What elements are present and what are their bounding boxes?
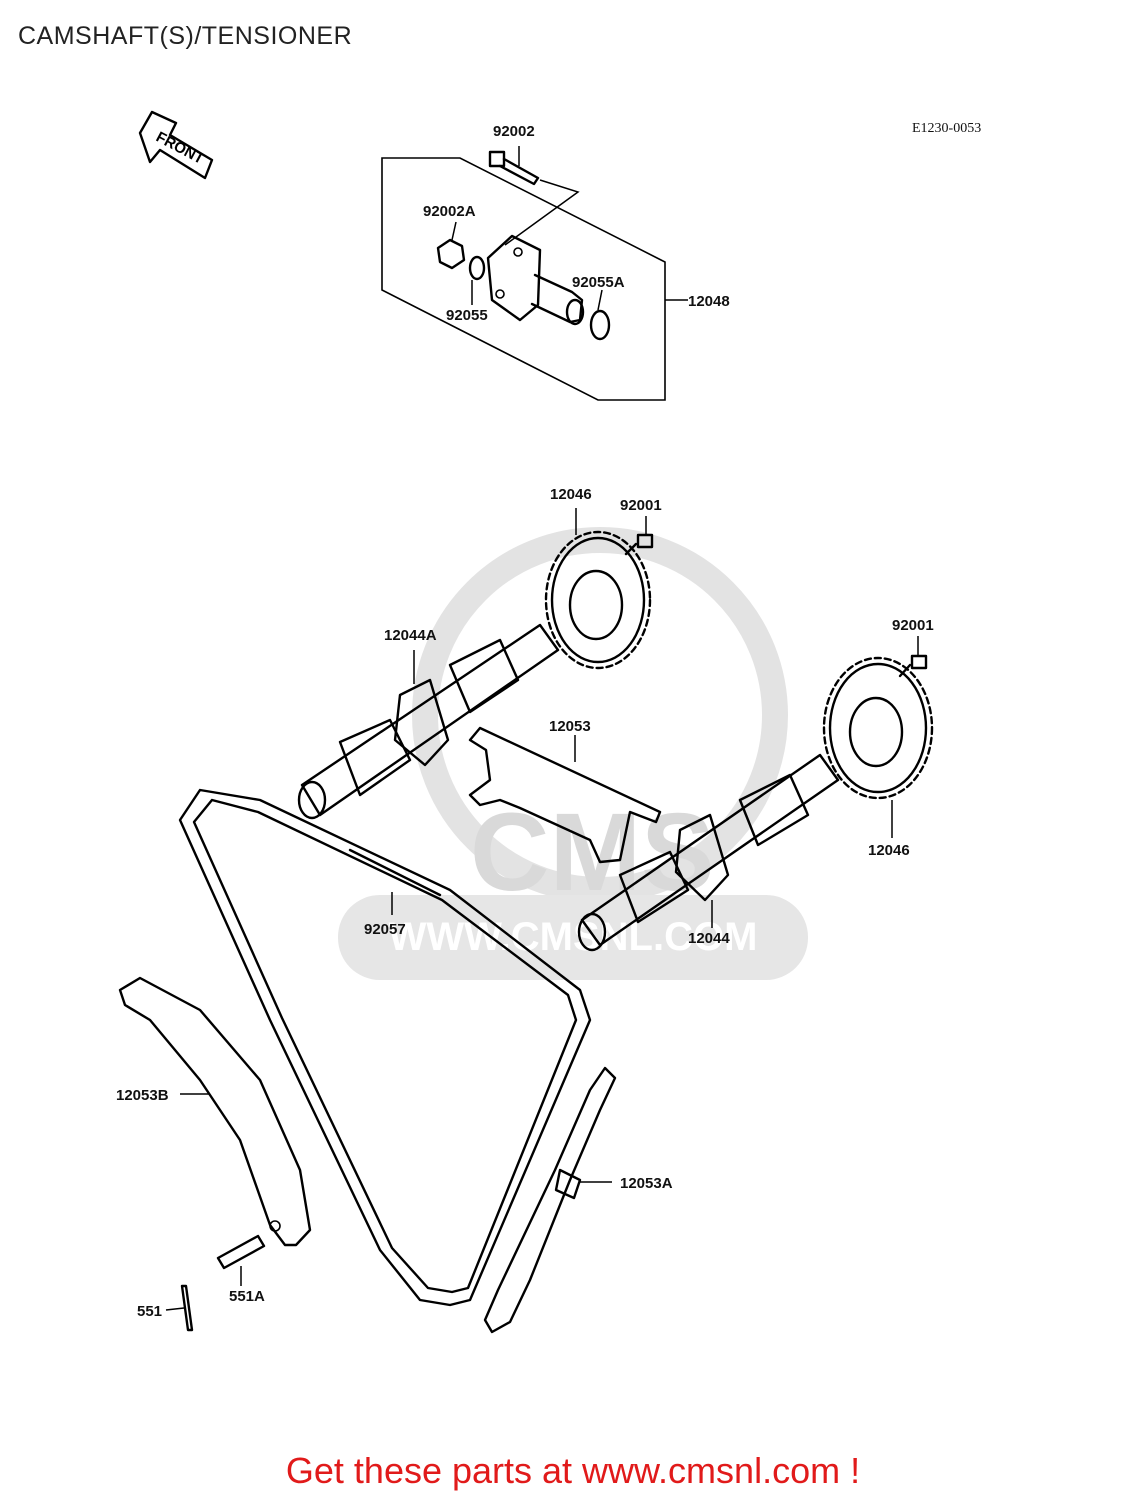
label-12053B: 12053B — [116, 1087, 169, 1104]
plug-92002A — [436, 221, 466, 270]
sprocket-12046-top — [544, 508, 652, 670]
bolt-92001-right — [898, 636, 928, 678]
label-92001-top: 92001 — [620, 497, 662, 514]
cam-chain-92057 — [178, 788, 592, 1307]
page-title: CAMSHAFT(S)/TENSIONER — [18, 22, 353, 50]
o-ring-92055 — [468, 255, 486, 281]
label-92057: 92057 — [364, 921, 406, 938]
camshaft-12044 — [577, 753, 840, 952]
label-12044A: 12044A — [384, 627, 437, 644]
cam-holder-12053 — [468, 726, 662, 864]
camshaft-12044A — [297, 623, 560, 820]
label-12044: 12044 — [688, 930, 730, 947]
pin-551 — [165, 1284, 194, 1332]
tensioner-body-12048 — [486, 234, 585, 326]
label-12053: 12053 — [549, 718, 591, 735]
sprocket-12046-right — [822, 656, 934, 838]
front-arrow: FRONT — [138, 110, 214, 180]
watermark: CMS WWW.CMSNL.COM — [338, 527, 808, 980]
label-92055A: 92055A — [572, 274, 625, 291]
label-551A: 551A — [229, 1288, 265, 1305]
label-92002: 92002 — [493, 123, 535, 140]
dowel-pin-551A — [216, 1234, 266, 1286]
chain-guide-12053A — [483, 1066, 617, 1334]
chain-guide-12053B — [118, 976, 312, 1247]
label-551: 551 — [137, 1303, 162, 1320]
label-12048: 12048 — [688, 293, 730, 310]
watermark-url: WWW.CMSNL.COM — [389, 915, 758, 959]
label-92055: 92055 — [446, 307, 488, 324]
o-ring-92055A — [589, 309, 611, 341]
label-92001-right: 92001 — [892, 617, 934, 634]
bolt-92002 — [488, 146, 580, 246]
tensioner-group-box — [381, 157, 666, 401]
label-12046-top: 12046 — [550, 486, 592, 503]
footer-link-text[interactable]: Get these parts at www.cmsnl.com ! — [285, 1450, 861, 1491]
label-12046-right: 12046 — [868, 842, 910, 859]
reference-code: E1230-0053 — [912, 121, 981, 136]
label-92002A: 92002A — [423, 203, 476, 220]
label-12053A: 12053A — [620, 1175, 673, 1192]
bolt-92001-top — [624, 516, 654, 556]
